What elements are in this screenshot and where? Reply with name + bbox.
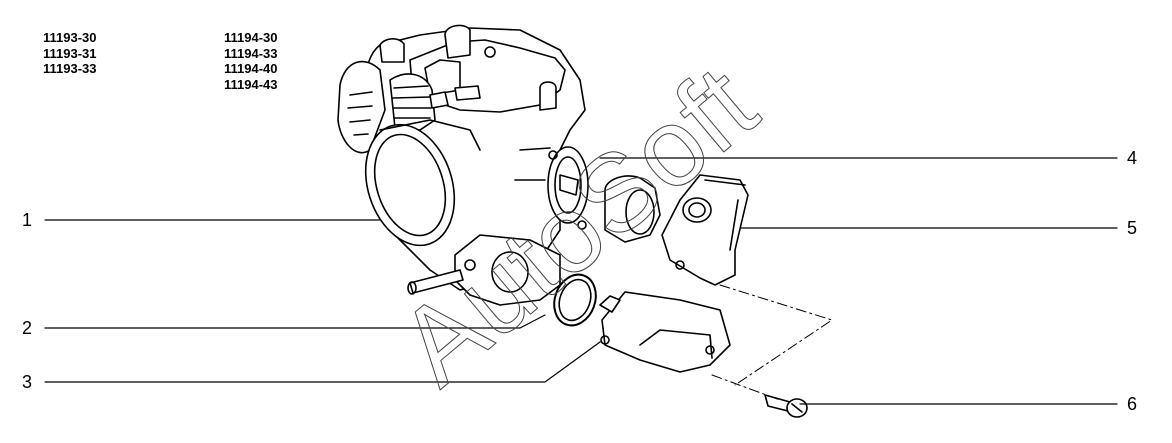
callout-2: 2 bbox=[22, 318, 33, 338]
seal-spacer bbox=[604, 175, 661, 243]
callout-4: 4 bbox=[1127, 148, 1138, 168]
o-ring bbox=[553, 273, 597, 327]
part-codes-left: 11193-30 11193-31 11193-33 bbox=[43, 30, 97, 77]
part-code: 11193-33 bbox=[43, 61, 97, 76]
part-code: 11194-43 bbox=[224, 76, 278, 92]
callout-5: 5 bbox=[1127, 218, 1138, 238]
sensor-mount bbox=[514, 146, 589, 230]
position-sensor bbox=[661, 174, 749, 286]
part-code: 11193-30 bbox=[43, 30, 97, 45]
part-code: 11194-33 bbox=[224, 45, 278, 61]
leader-lines bbox=[44, 157, 1118, 405]
part-code: 11194-40 bbox=[224, 61, 278, 76]
screw bbox=[764, 394, 808, 418]
callout-6: 6 bbox=[1127, 394, 1138, 414]
alignment-lines bbox=[711, 284, 833, 401]
callout-1: 1 bbox=[22, 210, 33, 230]
part-code: 11194-30 bbox=[224, 30, 278, 45]
idle-air-valve bbox=[599, 291, 731, 373]
callout-3: 3 bbox=[22, 372, 33, 392]
lower-flange bbox=[407, 234, 561, 306]
intake-bore bbox=[364, 119, 481, 247]
part-codes-right: 11194-30 11194-33 11194-40 11194-43 bbox=[224, 30, 278, 92]
part-code: 11193-31 bbox=[43, 45, 97, 61]
